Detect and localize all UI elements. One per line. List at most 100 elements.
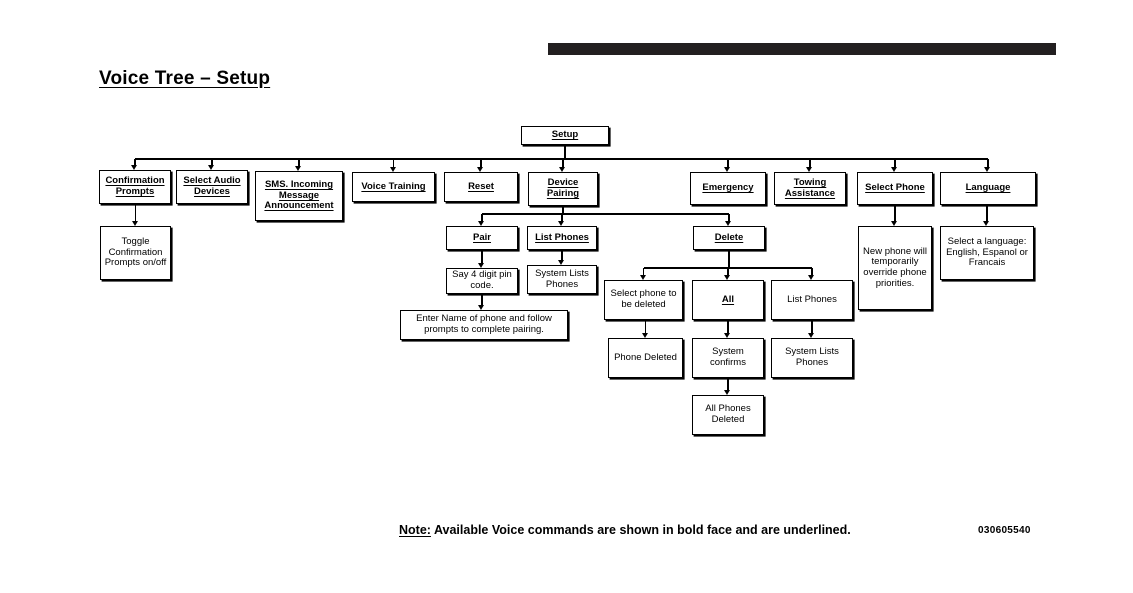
node-label: System Lists Phones — [535, 267, 589, 290]
connector-vertical — [298, 159, 300, 166]
connector-arrowhead — [806, 166, 813, 172]
node-label: Select Phone — [865, 182, 925, 194]
node-voice-training: Voice Training — [352, 172, 435, 202]
connector-arrowhead — [983, 220, 990, 226]
connector-vertical — [562, 206, 564, 214]
connector-vertical — [564, 145, 566, 159]
connector-arrowhead — [984, 166, 991, 172]
connector-vertical — [134, 159, 136, 165]
connector-arrowhead — [724, 332, 731, 338]
connector-vertical — [481, 294, 483, 305]
node-label: Reset — [468, 180, 494, 192]
connector-vertical — [811, 320, 813, 333]
connector-vertical — [644, 320, 647, 333]
connector-vertical — [561, 214, 563, 221]
connector-vertical — [728, 214, 730, 221]
part-code: 030605540 — [978, 525, 1031, 536]
node-sys-lists-dp: System Lists Phones — [527, 265, 597, 294]
node-pair: Pair — [446, 226, 518, 250]
node-toggle-conf: Toggle Confirmation Prompts on/off — [100, 226, 171, 280]
node-language: Language — [940, 172, 1036, 205]
connector-vertical — [481, 214, 483, 221]
node-device-pairing: Device Pairing — [528, 172, 598, 206]
node-label: List Phones — [535, 231, 589, 243]
connector-vertical — [561, 250, 563, 260]
connector-vertical — [480, 159, 482, 167]
page-title: Voice Tree – Setup — [99, 68, 271, 89]
connector-horizontal — [643, 267, 812, 269]
connector-arrowhead — [891, 220, 898, 226]
note-label: Note: — [399, 523, 431, 537]
connector-arrowhead — [724, 166, 731, 172]
connector-vertical — [727, 159, 729, 167]
node-delete: Delete — [693, 226, 765, 250]
node-say-pin: Say 4 digit pin code. — [446, 268, 518, 294]
note-text: Note: Available Voice commands are shown… — [399, 523, 851, 537]
node-label: System Lists Phones — [785, 346, 839, 368]
connector-vertical — [134, 204, 137, 221]
connector-arrowhead — [808, 332, 815, 338]
node-label: Language — [965, 182, 1011, 194]
node-label: New phone will temporarily override phon… — [863, 245, 927, 289]
node-label: Device Pairing — [546, 177, 580, 199]
node-select-phone: Select Phone — [857, 172, 933, 205]
node-label: Enter Name of phone and follow prompts t… — [416, 313, 552, 335]
node-emergency: Emergency — [690, 172, 766, 205]
node-label: System confirms — [710, 346, 746, 368]
connector-vertical — [727, 268, 729, 275]
node-list-phones-del: List Phones — [771, 280, 853, 320]
connector-arrowhead — [478, 304, 485, 310]
node-reset: Reset — [444, 172, 518, 202]
node-sms-incoming: SMS. Incoming Message Announcement — [255, 171, 343, 221]
node-label: Emergency — [702, 182, 754, 194]
connector-vertical — [728, 250, 730, 268]
connector-arrowhead — [558, 220, 565, 226]
node-label: Toggle Confirmation Prompts on/off — [104, 236, 167, 269]
note-body: Available Voice commands are shown in bo… — [430, 523, 851, 537]
node-label: All — [721, 293, 735, 305]
connector-arrowhead — [389, 166, 396, 172]
connector-arrowhead — [725, 220, 732, 226]
connector-vertical — [986, 205, 988, 221]
connector-vertical — [809, 159, 811, 167]
connector-arrowhead — [891, 166, 898, 172]
node-label: Select Audio Devices — [183, 175, 241, 197]
connector-horizontal — [482, 213, 729, 215]
connector-horizontal — [135, 158, 988, 160]
node-setup: Setup — [521, 126, 609, 145]
connector-vertical — [894, 205, 896, 221]
connector-vertical — [642, 268, 645, 275]
node-label: Say 4 digit pin code. — [452, 269, 512, 291]
connector-vertical — [727, 378, 729, 390]
node-label: Delete — [714, 231, 744, 243]
connector-arrowhead — [131, 164, 138, 170]
node-label: Select phone to be deleted — [610, 288, 677, 310]
connector-arrowhead — [478, 220, 485, 226]
connector-vertical — [392, 159, 395, 167]
node-label: Select a language: English, Espanol or F… — [946, 236, 1028, 269]
node-label: Pair — [473, 231, 491, 243]
node-all: All — [692, 280, 764, 320]
connector-arrowhead — [808, 274, 815, 280]
node-confirmation: Confirmation Prompts — [99, 170, 171, 204]
connector-arrowhead — [477, 166, 484, 172]
connector-arrowhead — [131, 220, 138, 226]
node-label: SMS. Incoming Message Announcement — [264, 179, 334, 212]
connector-vertical — [894, 159, 896, 167]
node-enter-name: Enter Name of phone and follow prompts t… — [400, 310, 568, 340]
node-label: All Phones Deleted — [705, 403, 751, 425]
node-label: Towing Assistance — [784, 176, 836, 199]
connector-arrowhead — [295, 165, 302, 171]
node-select-audio: Select Audio Devices — [176, 170, 248, 204]
node-label: List Phones — [787, 293, 837, 305]
node-label: Confirmation Prompts — [105, 175, 165, 197]
node-all-phones-del: All Phones Deleted — [692, 395, 764, 435]
connector-vertical — [811, 268, 813, 275]
connector-arrowhead — [639, 274, 646, 280]
node-list-phones-dp: List Phones — [527, 226, 597, 250]
connector-arrowhead — [478, 262, 485, 268]
connector-vertical — [481, 250, 483, 263]
connector-arrowhead — [558, 259, 565, 265]
node-new-phone: New phone will temporarily override phon… — [858, 226, 932, 310]
